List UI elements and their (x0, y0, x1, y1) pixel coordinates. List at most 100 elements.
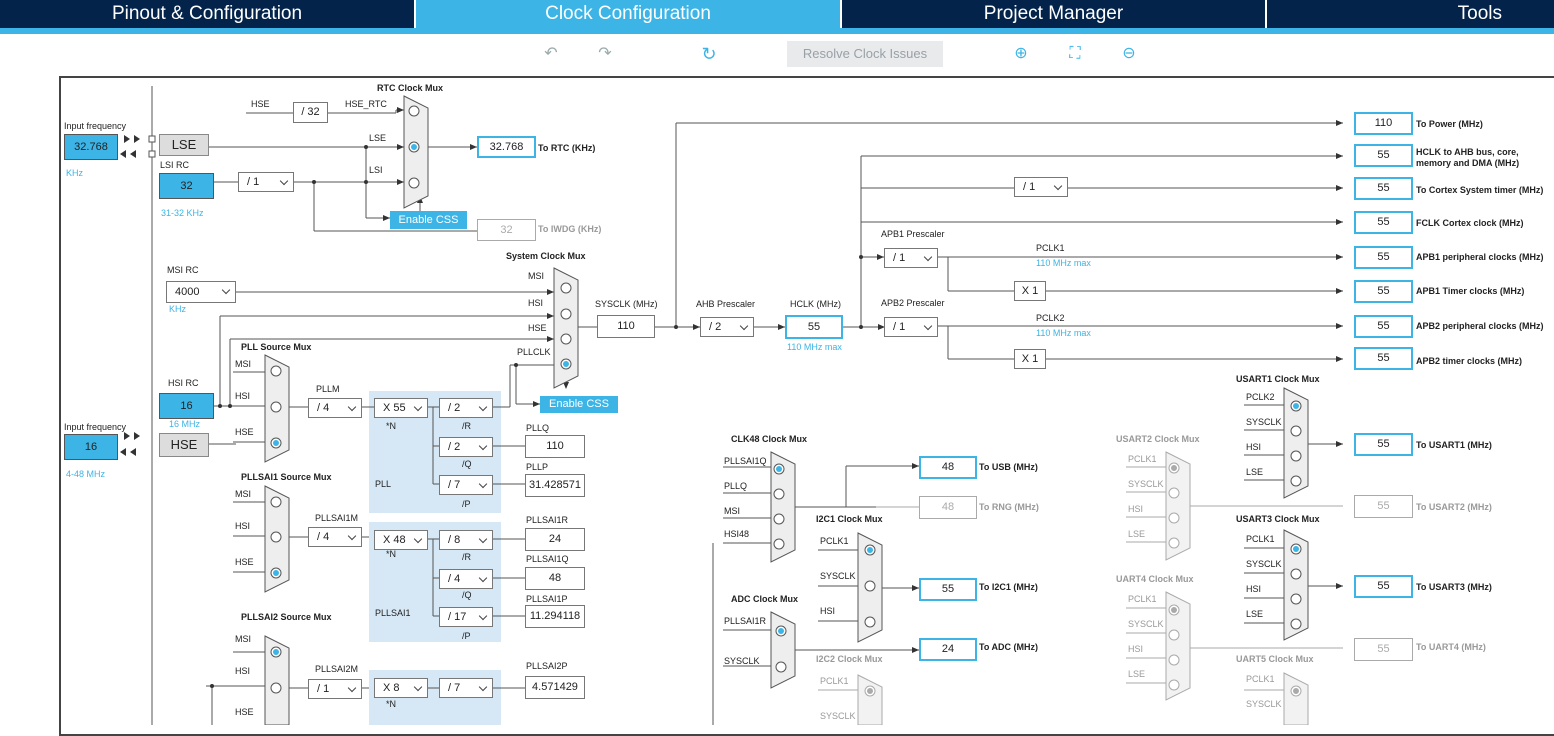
adc-output-value[interactable]: 24 (919, 638, 977, 661)
apb1-prescaler-select[interactable]: / 1 (884, 248, 938, 268)
sys-msi-label: MSI (528, 271, 545, 281)
usart1-in3-label: HSI (1246, 442, 1262, 452)
usb-output-label: To USB (MHz) (979, 462, 1038, 472)
sysclk-value[interactable]: 110 (597, 315, 655, 338)
lse-input-frequency[interactable]: 32.768 (64, 134, 118, 160)
apb1-prescaler-label: APB1 Prescaler (881, 229, 945, 239)
fit-icon[interactable]: ⛶ (1069, 45, 1081, 62)
usart2-in2-label: SYSCLK (1128, 479, 1164, 489)
pllsai1-hse-label: HSE (235, 557, 254, 567)
i2c1-mux-title: I2C1 Clock Mux (816, 514, 883, 524)
clk48-in2-label: PLLQ (724, 481, 748, 491)
hse-input-frequency[interactable]: 16 (64, 434, 118, 460)
pllq-divider-label: /Q (462, 459, 472, 469)
rtc-hse-rtc-label: HSE_RTC (345, 99, 387, 109)
redo-icon[interactable]: ↷ (598, 45, 612, 62)
pllsai1p-select[interactable]: / 17 (439, 607, 493, 627)
undo-icon[interactable]: ↶ (544, 45, 558, 62)
pll-msi-label: MSI (235, 359, 252, 369)
pllsai2p-output-value: 4.571429 (525, 676, 585, 699)
sys-hsi-label: HSI (528, 298, 544, 308)
hsi-label: HSI RC (168, 378, 199, 388)
ahb-hclk-output-label: HCLK to AHB bus, core, (1416, 147, 1519, 157)
hsi-value: 16 (159, 393, 214, 419)
usart1-in1-label: PCLK2 (1246, 392, 1275, 402)
uart5-in1-label: PCLK1 (1246, 674, 1275, 684)
i2c1-output-value[interactable]: 55 (919, 578, 977, 601)
lsi-range: 31-32 KHz (161, 208, 204, 218)
pclk2-max: 110 MHz max (1036, 328, 1091, 338)
hse-input-label: Input frequency (64, 422, 127, 432)
pllp-select[interactable]: / 7 (439, 475, 493, 495)
tab-tools[interactable]: Tools (1457, 3, 1502, 24)
pllsai1r-select[interactable]: / 8 (439, 530, 493, 550)
apb2-peripheral-output-value[interactable]: 55 (1354, 315, 1413, 338)
pllsai1r-output-label: PLLSAI1R (526, 515, 569, 525)
pllsai1q-output-label: PLLSAI1Q (526, 554, 569, 564)
tab-clock-configuration[interactable]: Clock Configuration (416, 0, 842, 28)
usart3-in3-label: HSI (1246, 584, 1262, 594)
pllsai2-hse-label: HSE (235, 707, 254, 717)
cortex-timer-divider-select[interactable]: / 1 (1014, 177, 1068, 197)
tab-pinout[interactable]: Pinout & Configuration (0, 0, 416, 28)
rtc-output-value[interactable]: 32.768 (477, 136, 536, 158)
apb1-peripheral-output-value[interactable]: 55 (1354, 246, 1413, 269)
zoom-out-icon[interactable]: ⊖ (1122, 45, 1136, 62)
uart5-in2-label: SYSCLK (1246, 699, 1282, 709)
usart1-output-value[interactable]: 55 (1354, 433, 1413, 456)
enable-css-lse-button[interactable]: Enable CSS (390, 211, 467, 229)
msi-select[interactable]: 4000 (166, 281, 236, 303)
apb2-timer-output-value[interactable]: 55 (1354, 347, 1413, 370)
usart3-in1-label: PCLK1 (1246, 534, 1275, 544)
usart2-in4-label: LSE (1128, 529, 1146, 539)
zoom-in-icon[interactable]: ⊕ (1014, 45, 1028, 62)
plln-label: *N (386, 421, 397, 431)
rng-output-value: 48 (919, 496, 977, 519)
clk48-in4-label: HSI48 (724, 529, 750, 539)
usb-output-value[interactable]: 48 (919, 456, 977, 479)
lse-input-unit: KHz (66, 168, 84, 178)
pllsai2p-output-label: PLLSAI2P (526, 661, 568, 671)
pllsai1n-select[interactable]: X 48 (374, 530, 428, 550)
pllp-divider-label: /P (462, 499, 471, 509)
pclk1-max: 110 MHz max (1036, 258, 1091, 268)
pllsai2m-label: PLLSAI2M (315, 664, 359, 674)
clk48-mux-title: CLK48 Clock Mux (731, 434, 808, 444)
pllr-select[interactable]: / 2 (439, 398, 493, 418)
tab-project-manager[interactable]: Project Manager (842, 0, 1267, 28)
pllq-select[interactable]: / 2 (439, 437, 493, 457)
tab-underline (0, 28, 1554, 34)
apb1-peripheral-output-label: APB1 peripheral clocks (MHz) (1416, 252, 1544, 262)
pllsai1-msi-label: MSI (235, 489, 252, 499)
enable-css-hse-button[interactable]: Enable CSS (540, 396, 618, 413)
ahb-hclk-output-value[interactable]: 55 (1354, 144, 1413, 167)
resolve-clock-issues-button[interactable]: Resolve Clock Issues (787, 41, 943, 67)
hclk-value[interactable]: 55 (785, 315, 843, 339)
usart3-output-value[interactable]: 55 (1354, 575, 1413, 598)
pllm-select[interactable]: / 4 (308, 398, 362, 418)
pllsai2n-select[interactable]: X 8 (374, 678, 428, 698)
pllsai2p-select[interactable]: / 7 (439, 678, 493, 698)
hse-input-unit: 4-48 MHz (66, 469, 106, 479)
lsi-label: LSI RC (160, 160, 190, 170)
hclk-label: HCLK (MHz) (790, 299, 841, 309)
cortex-timer-output-value[interactable]: 55 (1354, 177, 1413, 200)
power-output-value[interactable]: 110 (1354, 112, 1413, 135)
pllsai1q-output-value: 48 (525, 567, 585, 590)
uart5-mux-title: UART5 Clock Mux (1236, 654, 1314, 664)
pllsai1m-select[interactable]: / 4 (308, 527, 362, 547)
ahb-prescaler-select[interactable]: / 2 (700, 317, 754, 337)
plln-select[interactable]: X 55 (374, 398, 428, 418)
rtc-hse-label: HSE (251, 99, 270, 109)
fclk-output-value[interactable]: 55 (1354, 211, 1413, 234)
apb1-timer-output-value[interactable]: 55 (1354, 280, 1413, 303)
apb1-timer-multiplier: X 1 (1014, 281, 1046, 301)
msi-label: MSI RC (167, 265, 199, 275)
refresh-icon[interactable]: ↻ (701, 44, 717, 64)
lsi-divider-select[interactable]: / 1 (238, 172, 294, 192)
pllsai1q-select[interactable]: / 4 (439, 569, 493, 589)
rtc-div32: / 32 (293, 102, 328, 123)
apb2-prescaler-select[interactable]: / 1 (884, 317, 938, 337)
pllsai2m-select[interactable]: / 1 (308, 679, 362, 699)
usart3-mux-title: USART3 Clock Mux (1236, 514, 1320, 524)
